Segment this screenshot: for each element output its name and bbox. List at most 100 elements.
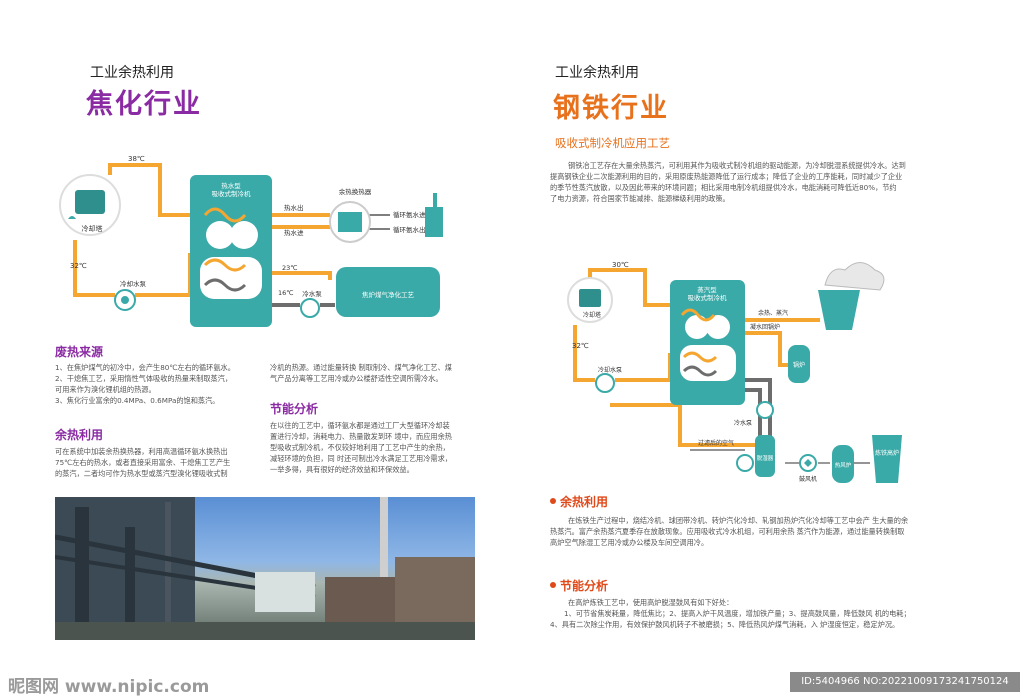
chilled-pump-icon <box>756 401 774 419</box>
boiler-icon <box>788 345 810 383</box>
cooling-return-pipe <box>573 325 595 382</box>
text-line: 气产品分离等工艺用冷或办公楼舒适性空调所需冷水。 <box>270 374 443 383</box>
waste-heat-source-text: 1、在焦炉煤气的初冷中，会产生80℃左右的循环氨水。 2、干熄焦工艺，采用惰性气… <box>55 362 265 406</box>
temp-top-label: 30℃ <box>612 261 629 269</box>
dehumidifier-icon <box>755 435 775 477</box>
steel-energy-saving-text: 在高炉炼铁工艺中，使用高炉脱湿鼓风有如下好处： 1、可节省焦炭耗量，降低焦比；2… <box>550 597 980 630</box>
chiller-label-2: 吸收式制冷机 <box>212 189 252 198</box>
bullet-icon <box>550 582 556 588</box>
text-line: 2、干熄焦工艺，采用惰性气体吸收的热量来制取蒸汽， <box>55 374 233 383</box>
industrial-plant-photo <box>55 497 475 640</box>
temp-left-label: 32℃ <box>572 342 589 350</box>
text-line: 钢铁冶工艺存在大量余热蒸汽，可利用其作为吸收式制冷机组的驱动能源，为冷却脱湿系统… <box>568 161 906 170</box>
energy-saving-heading: 节能分析 <box>270 402 319 416</box>
absorption-process-heading: 吸收式制冷机应用工艺 <box>555 136 670 150</box>
filtered-air-label: 过滤后的空气 <box>698 439 734 447</box>
text-line: 高炉空气除湿工艺用冷或办公楼及车间空调用冷。 <box>550 538 709 547</box>
heat-use-heading: 余热利用 <box>55 428 104 442</box>
chilled-pump-label: 冷水泵 <box>734 419 752 427</box>
chiller-label-1: 蒸汽型 <box>697 285 717 294</box>
steel-heat-use-heading: 余热利用 <box>560 495 609 509</box>
hot-stove-label: 热风炉 <box>835 461 852 469</box>
lower-orange-pipe <box>610 403 760 447</box>
cooling-tower-label: 冷却塔 <box>82 224 103 233</box>
chiller-label-1: 热水型 <box>221 181 241 190</box>
text-line: 一举多得，具有很好的经济效益和环保效益。 <box>270 465 414 474</box>
left-title: 焦化行业 <box>86 89 202 120</box>
chiller-label-2: 吸收式制冷机 <box>688 293 728 302</box>
temp-top-label: 38℃ <box>128 155 145 163</box>
temp-23-label: 23℃ <box>282 264 298 272</box>
text-line: 在炼铁生产过程中，烧结冷机、球团带冷机、转炉汽化冷却、轧钢加热炉汽化冷却等工艺中… <box>568 516 909 525</box>
chilled-pump-icon <box>300 298 320 318</box>
hot-water-in-label: 热水进 <box>284 228 304 237</box>
text-line: 可在系统中加装余热换热器，利用高温循环氨水换热出 <box>55 447 228 456</box>
temp-16-label: 16℃ <box>278 289 294 297</box>
coking-process-diagram: 热水型 吸收式制冷机 冷却塔 冷却水泵 余热换热器 焦炉煤气净化工艺 冷水泵 3… <box>59 155 443 327</box>
text-line: 的季节性蒸汽放散，以及因此带来的环境问题；相比采用电制冷机组提供冷水，电能消耗可… <box>550 183 897 192</box>
text-line: 4、具有二次除尘作用，有效保护鼓风机转子不被磨损；5、降低热风炉煤气消耗，入 炉… <box>550 620 900 629</box>
heat-exchanger-label: 余热换热器 <box>339 187 372 196</box>
temp-left-label: 32℃ <box>70 262 87 270</box>
dehumidifier-label: 脱湿器 <box>757 454 774 462</box>
ammonia-in-label: 循环氨水进 <box>393 210 426 219</box>
text-line: 了电力资源，符合国家节能减排、能源梯级利用的政策。 <box>550 194 730 203</box>
left-subtitle: 工业余热利用 <box>90 65 174 81</box>
cooling-tower-label: 冷却塔 <box>583 311 601 319</box>
cooling-pump-label: 冷却水泵 <box>598 366 622 374</box>
text-line: 置进行冷却，消耗电力、热量散发到环 境中，而应用余热 <box>270 432 452 441</box>
gas-purify-unit <box>336 267 440 317</box>
steam-label: 余热、蒸汽 <box>758 309 788 317</box>
hot-water-out-label: 热水出 <box>284 203 304 212</box>
text-line: 的蒸汽，二者均可作为热水型或蒸汽型溴化锂吸收式制 <box>55 469 228 478</box>
hot-pipe-top <box>108 163 200 217</box>
boiler-label: 锅炉 <box>793 361 805 369</box>
chiller-evaporator <box>200 257 262 299</box>
heat-use-text-continued: 冷机的热源。通过能量转换 制取制冷、煤气净化工艺、煤 气产品分离等工艺用冷或办公… <box>270 362 475 384</box>
watermark-text: 昵图网 www.nipic.com <box>8 677 210 697</box>
hot-stove-icon <box>832 445 854 483</box>
text-line: 1、在焦炉煤气的初冷中，会产生80℃左右的循环氨水。 <box>55 363 235 372</box>
text-line: 减轻环境的负担，同 时还可制出冷水满足工艺用冷需求， <box>270 454 452 463</box>
blower-label: 鼓风机 <box>799 475 817 483</box>
hot-pipe-top <box>588 268 670 307</box>
chilled-return-pipe <box>260 271 332 280</box>
heat-use-text: 可在系统中加装余热换热器，利用高温循环氨水换热出 75℃左右的热水，或者直接采用… <box>55 446 265 479</box>
right-title: 钢铁行业 <box>553 93 669 124</box>
text-line: 冷机的热源。通过能量转换 制取制冷、煤气净化工艺、煤 <box>270 363 452 372</box>
steel-intro-text: 钢铁冶工艺存在大量余热蒸汽，可利用其作为吸收式制冷机组的驱动能源，为冷却脱湿系统… <box>550 160 970 204</box>
plant-silhouette <box>55 497 475 640</box>
chilled-pump-label: 冷水泵 <box>302 289 322 298</box>
right-subtitle: 工业余热利用 <box>555 65 639 81</box>
steel-process-diagram: 蒸汽型 吸收式制冷机 冷却塔 冷却水泵 锅炉 脱湿器 鼓风机 热风炉 炼铁高炉 … <box>567 261 902 483</box>
energy-saving-text: 在以往的工艺中，循环氨水都是通过工厂大型循环冷却装 置进行冷却，消耗电力、热量散… <box>270 420 475 475</box>
text-line: 可用来作为溴化锂机组的热源。 <box>55 385 156 394</box>
text-line: 75℃左右的热水，或者直接采用富余、干熄焦工艺产生 <box>55 458 231 467</box>
bullet-icon <box>550 498 556 504</box>
steel-heat-use-text: 在炼铁生产过程中，烧结冷机、球团带冷机、转炉汽化冷却、轧钢加热炉汽化冷却等工艺中… <box>550 515 970 548</box>
text-line: 型吸收式制冷机，不仅较好地利用了工艺中产生的余热， <box>270 443 450 452</box>
blast-furnace-icon <box>872 435 902 483</box>
dehumidifier-pump-icon <box>736 454 754 472</box>
waste-heat-source-heading: 废热来源 <box>55 345 104 359</box>
gas-purify-label: 焦炉煤气净化工艺 <box>362 290 415 299</box>
text-line: 在以往的工艺中，循环氨水都是通过工厂大型循环冷却装 <box>270 421 450 430</box>
cooling-pump-icon <box>595 373 615 393</box>
steam-cloud-icon <box>824 262 885 291</box>
steel-energy-saving-heading: 节能分析 <box>560 579 609 593</box>
text-line: 提高钢铁企业二次能源利用的目的，采用原废热能源降低了运行成本；降低了企业的工序能… <box>550 172 903 181</box>
text-line: 在高炉炼铁工艺中，使用高炉脱湿鼓风有如下好处： <box>568 598 734 607</box>
text-line: 热蒸汽。富产余热蒸汽夏季存在放散现象。应用吸收式冷水机组，可利用余热 蒸汽作为能… <box>550 527 905 536</box>
ammonia-out-label: 循环氨水出 <box>393 225 426 234</box>
chiller-coil-2 <box>230 221 258 249</box>
cooling-pump-label: 冷却水泵 <box>120 279 147 288</box>
cooling-return-pipe <box>73 240 115 297</box>
blast-furnace-label: 炼铁高炉 <box>875 449 899 457</box>
condensate-label: 凝水回锅炉 <box>750 323 780 331</box>
plant-cooling-tower-icon <box>818 290 860 330</box>
image-id-label: ID:5404966 NO:20221009173241750124 <box>790 672 1020 692</box>
factory-icon <box>425 207 443 237</box>
text-line: 1、可节省焦炭耗量，降低焦比；2、提高入炉干风温度，增加铁产量；3、提高鼓风量，… <box>564 609 911 618</box>
text-line: 3、焦化行业富余的0.4MPa、0.6MPa的饱和蒸汽。 <box>55 396 220 405</box>
chiller-coil-1 <box>206 221 234 249</box>
